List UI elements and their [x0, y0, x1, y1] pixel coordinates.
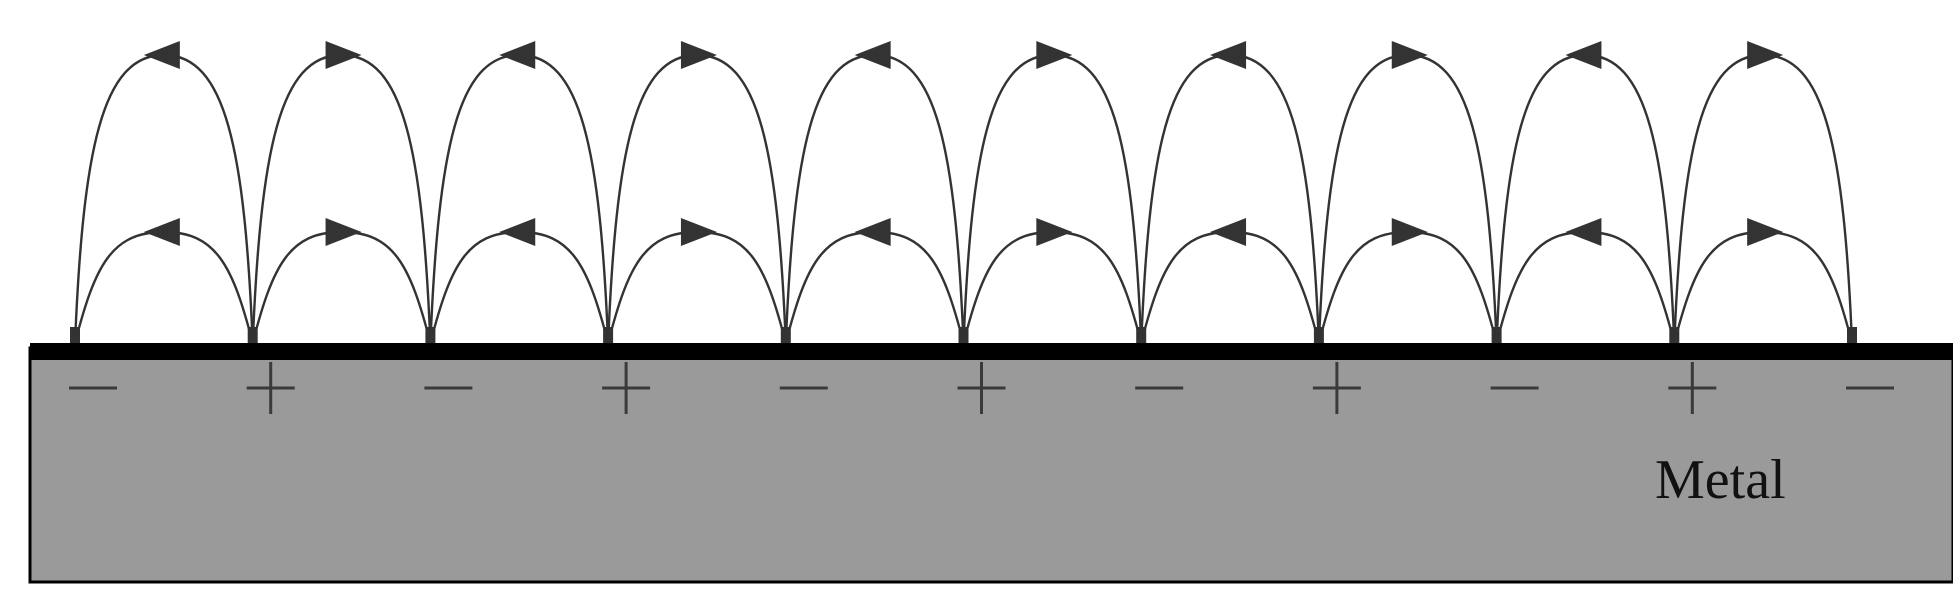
arrow-head-outer [1391, 41, 1428, 69]
arrow-head-inner [499, 218, 536, 246]
field-line-inner [251, 230, 432, 344]
arrow-head-inner [854, 218, 891, 246]
arrow-head-outer [680, 41, 717, 69]
positive-charge [602, 362, 651, 414]
field-line-inner [1317, 230, 1498, 344]
field-line-outer [1495, 53, 1676, 344]
arrow-head-inner [1747, 218, 1784, 246]
field-line-outer [1317, 53, 1498, 344]
field-line-inner [1140, 230, 1321, 344]
arrow-head-inner [1036, 218, 1073, 246]
field-line-outer [429, 53, 610, 344]
arrow-head-inner [1565, 218, 1602, 246]
field-line-outer [962, 53, 1143, 344]
field-line-inner [429, 230, 610, 344]
arrow-head-outer [325, 41, 362, 69]
positive-charge [246, 362, 295, 414]
field-line-outer [1673, 53, 1854, 344]
arrow-head-inner [1210, 218, 1247, 246]
arrow-head-inner [1391, 218, 1428, 246]
positive-charge [1312, 362, 1361, 414]
field-line-inner [606, 230, 787, 344]
arrow-heads-group [143, 41, 1784, 246]
field-line-inner [784, 230, 965, 344]
metal-label: Metal [1655, 449, 1786, 511]
arrow-head-inner [325, 218, 362, 246]
arrow-head-inner [143, 218, 180, 246]
field-line-outer [1140, 53, 1321, 344]
arrow-head-outer [499, 41, 536, 69]
field-line-outer [784, 53, 965, 344]
arrow-head-inner [680, 218, 717, 246]
field-line-inner [962, 230, 1143, 344]
positive-charge [957, 362, 1006, 414]
field-line-inner [73, 230, 254, 344]
field-line-inner [1495, 230, 1676, 344]
metal-surface-line [30, 343, 1953, 360]
field-line-outer [73, 53, 254, 344]
arrow-head-outer [1210, 41, 1247, 69]
field-line-outer [606, 53, 787, 344]
arrow-head-outer [143, 41, 180, 69]
arrow-head-outer [1565, 41, 1602, 69]
field-line-outer [251, 53, 432, 344]
arrow-head-outer [1747, 41, 1784, 69]
arrow-head-outer [1036, 41, 1073, 69]
positive-charge [1668, 362, 1717, 414]
field-line-inner [1673, 230, 1854, 344]
field-lines-group [70, 53, 1857, 344]
surface-charges-group [69, 362, 1894, 414]
arrow-head-outer [854, 41, 891, 69]
